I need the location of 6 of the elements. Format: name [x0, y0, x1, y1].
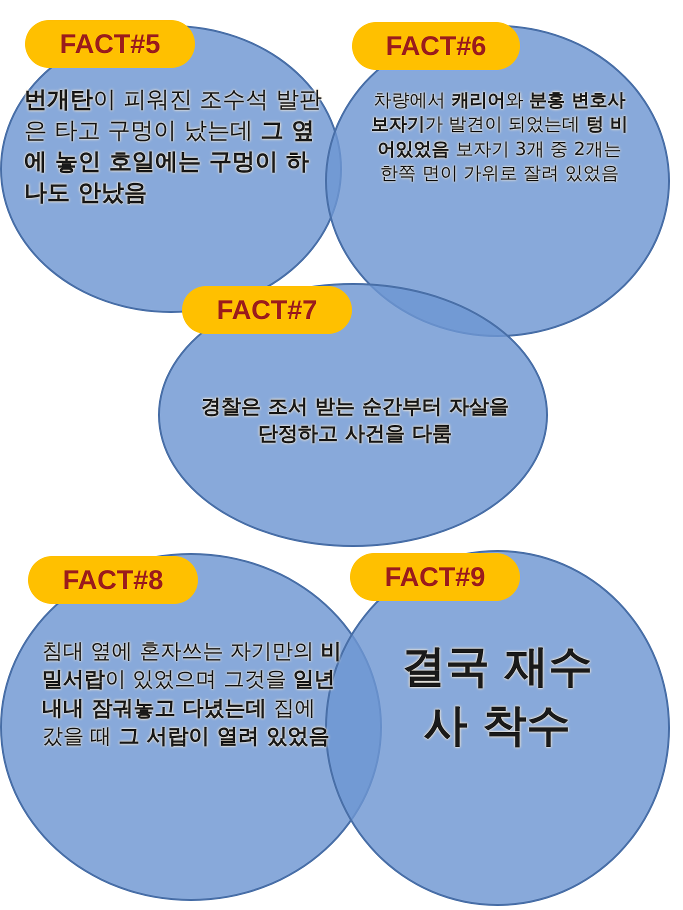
fact-text: 경찰은 조서 받는 순간부터 자살을 단정하고 사건을 다룸 — [200, 393, 510, 447]
fact-text: 침대 옆에 혼자쓰는 자기만의 비밀서랍이 있었으며 그것을 일년 내내 잠궈놓고 다녔는데 집에 갔을 때 그 서랍이 열려 있었음 — [42, 638, 342, 750]
fact-text: 번개탄이 피워진 조수석 발판은 타고 구멍이 났는데 그 옆에 놓인 호일에는 구멍이 하나도 안났음 — [24, 86, 323, 208]
fact-text: 차량에서 캐리어와 분홍 변호사 보자기가 발견이 되었는데 텅 비어있었음 보자기 3개 중 2개는 한쪽 면이 가위로 잘려 있었음 — [370, 89, 630, 186]
fact-text: 결국 재수사 착수 — [400, 640, 594, 754]
fact-badge: FACT#5 — [25, 20, 195, 68]
